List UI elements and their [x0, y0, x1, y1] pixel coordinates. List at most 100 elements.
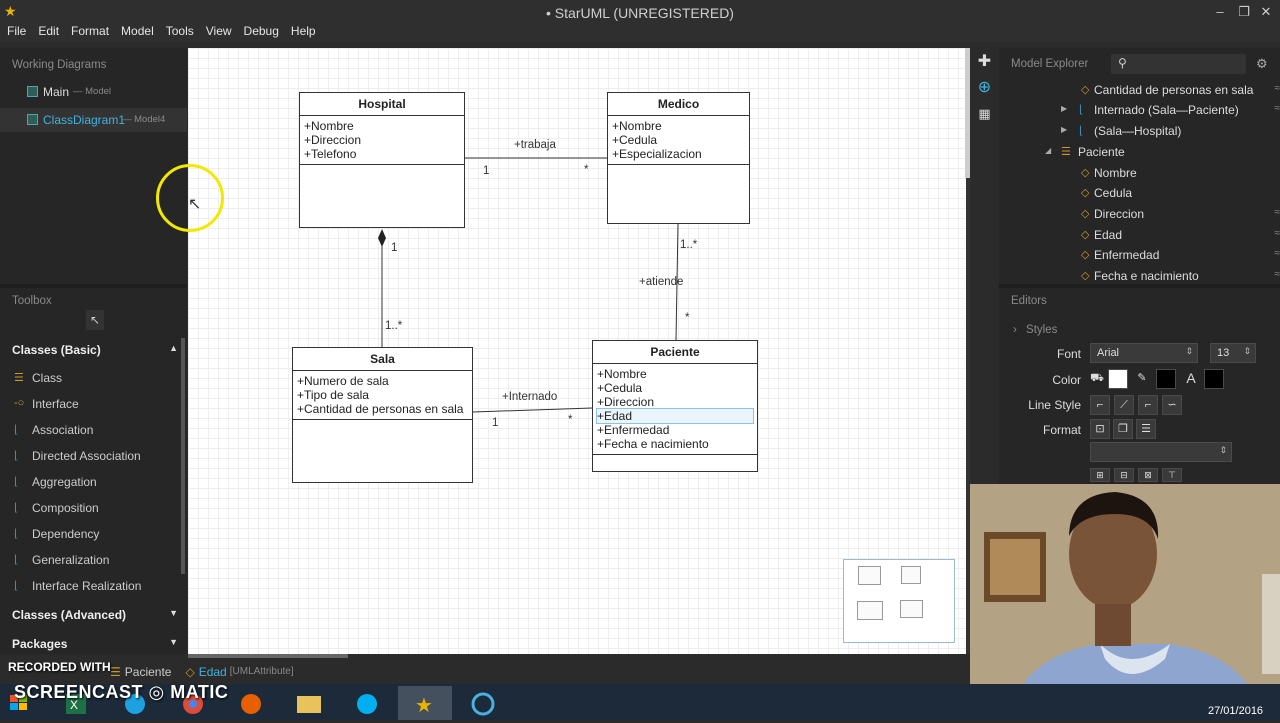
label-internado[interactable]: +Internado — [502, 391, 557, 403]
class-medico[interactable]: Medico +Nombre +Cedula +Especializacion — [607, 92, 750, 224]
multiplicity: * — [584, 164, 588, 176]
styles-section[interactable]: › Styles — [1013, 324, 1057, 336]
tree-row[interactable]: ◇ Nombre — [999, 163, 1280, 183]
gear-icon[interactable]: ⚙ — [1256, 56, 1268, 72]
auto-resize-icon[interactable]: ⊡ — [1090, 419, 1110, 439]
taskbar-staruml-icon[interactable]: ★ — [398, 686, 452, 720]
taskbar-skype-icon[interactable] — [340, 686, 394, 720]
menu-help[interactable]: Help — [290, 22, 323, 42]
tool-aggregation[interactable]: ⌊Aggregation — [0, 469, 187, 495]
toolbox-scrollbar[interactable] — [181, 338, 185, 574]
show-compartment-icon[interactable]: ☰ — [1136, 419, 1156, 439]
line-color-swatch[interactable] — [1156, 369, 1176, 389]
line-style-rectilinear-icon[interactable]: ⌐ — [1090, 395, 1110, 415]
attribute[interactable]: +Direccion — [304, 133, 460, 147]
tool-dependency[interactable]: ⌊Dependency — [0, 521, 187, 547]
menu-tools[interactable]: Tools — [165, 22, 201, 42]
operation-toggle-icon[interactable]: ⊠ — [1138, 468, 1158, 482]
grid-layout-icon[interactable]: ▦ — [975, 104, 994, 123]
taskbar-firefox-icon[interactable] — [224, 686, 278, 720]
attribute-toggle-icon[interactable]: ⊟ — [1114, 468, 1134, 482]
tool-generalization[interactable]: ⌊Generalization — [0, 547, 187, 573]
font-size-select[interactable]: 13 ⇕ — [1210, 343, 1256, 363]
attribute[interactable]: +Cantidad de personas en sala — [297, 402, 468, 416]
visibility-toggle-icon[interactable]: ⊞ — [1090, 468, 1110, 482]
tree-row[interactable]: ◢ ☰ Paciente — [999, 142, 1280, 162]
tool-directed-association[interactable]: ⌊Directed Association — [0, 443, 187, 469]
diagram-minimap[interactable] — [843, 559, 955, 643]
expand-arrow-icon[interactable]: ▶ — [1061, 125, 1067, 134]
expand-arrow-icon[interactable]: ▶ — [1061, 104, 1067, 113]
category-packages[interactable]: Packages ▼ — [12, 637, 178, 651]
font-color-swatch[interactable] — [1204, 369, 1224, 389]
tree-row[interactable]: ◇ Direccion ≈ — [999, 204, 1280, 224]
fill-bucket-icon[interactable]: ⛟ — [1087, 369, 1107, 389]
font-family-select[interactable]: Arial ⇕ — [1090, 343, 1198, 363]
label-atiende[interactable]: +atiende — [639, 276, 683, 288]
tree-row[interactable]: ▶ ⌊ (Sala—Hospital) — [999, 121, 1280, 141]
tool-association[interactable]: ⌊Association — [0, 417, 187, 443]
attribute[interactable]: +Especializacion — [612, 147, 745, 161]
panel-divider[interactable] — [999, 284, 1280, 288]
label-trabaja[interactable]: +trabaja — [514, 139, 556, 151]
attribute[interactable]: +Nombre — [304, 119, 460, 133]
attribute[interactable]: +Numero de sala — [297, 374, 468, 388]
minimize-icon[interactable]: – — [1210, 3, 1230, 21]
panel-divider[interactable] — [0, 284, 187, 288]
menu-file[interactable]: File — [6, 22, 33, 42]
tool-class[interactable]: ☰Class — [0, 365, 187, 391]
tree-row[interactable]: ◇ Cantidad de personas en sala ≈ — [999, 80, 1280, 100]
taskbar-explorer-icon[interactable] — [282, 686, 336, 720]
pen-icon[interactable]: ✎ — [1132, 369, 1152, 389]
line-style-curve-icon[interactable]: ∽ — [1162, 395, 1182, 415]
class-sala[interactable]: Sala +Numero de sala +Tipo de sala +Cant… — [292, 347, 473, 483]
category-classes-basic[interactable]: Classes (Basic) ▲ — [12, 343, 178, 357]
line-style-rounded-icon[interactable]: ⌐ — [1138, 395, 1158, 415]
close-icon[interactable]: ✕ — [1256, 3, 1276, 21]
menu-model[interactable]: Model — [120, 22, 161, 42]
font-color-icon[interactable]: A — [1181, 369, 1201, 389]
tool-interface[interactable]: -○Interface — [0, 391, 187, 417]
attribute[interactable]: +Cedula — [612, 133, 745, 147]
menu-format[interactable]: Format — [70, 22, 116, 42]
select-pointer-icon[interactable]: ↖ — [86, 310, 104, 330]
tree-row[interactable]: ▶ ⌊ Internado (Sala—Paciente) ≈ — [999, 100, 1280, 120]
class-hospital[interactable]: Hospital +Nombre +Direccion +Telefono — [299, 92, 465, 228]
collapse-arrow-icon[interactable]: ◢ — [1045, 146, 1051, 155]
attribute[interactable]: +Fecha e nacimiento — [597, 437, 753, 451]
fill-color-swatch[interactable] — [1108, 369, 1128, 389]
navigator-crosshair-icon[interactable]: ⊕ — [975, 78, 994, 97]
attribute[interactable]: +Direccion — [597, 395, 753, 409]
attribute[interactable]: +Enfermedad — [597, 423, 753, 437]
tree-row[interactable]: ◇ Enfermedad ≈ — [999, 245, 1280, 265]
tree-label: Fecha e nacimiento — [1094, 269, 1199, 283]
class-paciente[interactable]: Paciente +Nombre +Cedula +Direccion +Eda… — [592, 340, 758, 472]
model-search-input[interactable]: ⚲ — [1111, 54, 1246, 74]
template-toggle-icon[interactable]: ⊤ — [1162, 468, 1182, 482]
menu-edit[interactable]: Edit — [37, 22, 66, 42]
breadcrumb-class[interactable]: Paciente — [125, 665, 172, 679]
breadcrumb-attribute[interactable]: Edad — [199, 665, 227, 679]
attribute[interactable]: +Tipo de sala — [297, 388, 468, 402]
attribute-selected[interactable]: +Edad — [597, 409, 753, 423]
attribute[interactable]: +Cedula — [597, 381, 753, 395]
menu-debug[interactable]: Debug — [243, 22, 286, 42]
tree-row[interactable]: ◇ Edad ≈ — [999, 225, 1280, 245]
tool-interface-realization[interactable]: ⌊Interface Realization — [0, 573, 187, 599]
show-shadow-icon[interactable]: ❐ — [1113, 419, 1133, 439]
diagram-item-main[interactable]: Main — Model — [0, 80, 187, 104]
diagram-item-classdiagram1[interactable]: ClassDiagram1 — Model4 — [0, 108, 187, 132]
tree-row[interactable]: ◇ Cedula — [999, 183, 1280, 203]
tool-composition[interactable]: ⌊Composition — [0, 495, 187, 521]
attribute[interactable]: +Nombre — [612, 119, 745, 133]
format-select[interactable]: ⇕ — [1090, 442, 1232, 462]
maximize-icon[interactable]: ❐ — [1234, 3, 1254, 21]
tree-row[interactable]: ◇ Fecha e nacimiento ≈ — [999, 266, 1280, 286]
menu-view[interactable]: View — [205, 22, 239, 42]
attribute[interactable]: +Nombre — [597, 367, 753, 381]
taskbar-screencast-icon[interactable] — [456, 686, 510, 720]
category-classes-advanced[interactable]: Classes (Advanced) ▼ — [12, 608, 178, 622]
attribute[interactable]: +Telefono — [304, 147, 460, 161]
line-style-oblique-icon[interactable]: ⟋ — [1114, 395, 1134, 415]
extensions-puzzle-icon[interactable]: ✚ — [975, 52, 994, 71]
